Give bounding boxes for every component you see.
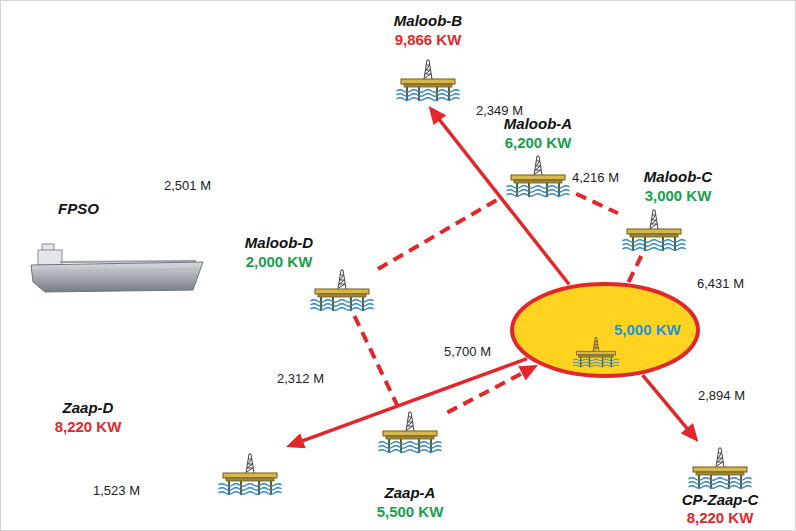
- connector-line: [447, 372, 525, 413]
- fpso-node: FPSO: [28, 198, 206, 296]
- arrow-head: [429, 106, 446, 125]
- platform-icon: [311, 270, 374, 311]
- platform-node: Zaap-D 8,220 KW: [53, 397, 284, 498]
- platform-node: Maloob-D 2,000 KW: [243, 232, 376, 314]
- distance-label: 2,501 M: [164, 178, 211, 193]
- arrow-head: [681, 423, 699, 442]
- connector-line: [576, 194, 618, 213]
- link-line: [378, 198, 500, 269]
- platform-icon: [573, 337, 619, 367]
- flow-arrow: [643, 375, 699, 442]
- arrow-head: [518, 365, 538, 380]
- platform-name: Maloob-B: [394, 12, 462, 29]
- distance-label: 6,431 M: [697, 276, 744, 291]
- distance-label: 2,312 M: [277, 371, 324, 386]
- distance-label: 5,700 M: [444, 344, 491, 359]
- connector-line: [378, 198, 500, 269]
- platform-node: Maloob-B 9,866 KW: [392, 10, 464, 104]
- distance-label: 2,894 M: [698, 388, 745, 403]
- fpso-ship: [31, 244, 203, 292]
- link-line: [447, 365, 538, 412]
- power-rating: 5,500 KW: [377, 503, 444, 520]
- platform-name: Zaap-A: [385, 484, 436, 501]
- power-rating: 6,200 KW: [505, 134, 572, 151]
- platform-name: Maloob-C: [644, 168, 712, 185]
- distance-label: 1,523 M: [93, 483, 140, 498]
- highlight-ellipse: [512, 284, 698, 376]
- power-rating: 5,000 KW: [614, 321, 681, 338]
- distance-label: 4,216 M: [572, 170, 619, 185]
- platform-name: Zaap-D: [63, 399, 114, 416]
- power-rating: 2,000 KW: [246, 253, 313, 270]
- power-rating: 8,220 KW: [55, 418, 122, 435]
- connector-line: [354, 316, 397, 406]
- platform-icon: [623, 210, 686, 251]
- connector-line: [628, 256, 641, 282]
- link-line: [628, 256, 641, 282]
- hub-platform: 5,000 KW: [510, 282, 700, 378]
- connector-line: [299, 359, 527, 443]
- platform-node: CP-Zaap-C8,220 KW: [680, 444, 761, 528]
- platform-icon: [397, 60, 460, 101]
- platform-name: FPSO: [58, 200, 99, 217]
- platform-node: Zaap-A 5,500 KW: [375, 408, 446, 522]
- flow-arrow: [429, 106, 570, 285]
- platform-name: Maloob-D: [245, 234, 313, 251]
- connector-line: [643, 375, 690, 431]
- link-line: [354, 316, 397, 406]
- arrow-head: [286, 433, 306, 448]
- link-line: [576, 194, 618, 213]
- platform-icon: [219, 454, 282, 495]
- power-rating: 9,866 KW: [395, 31, 462, 48]
- platform-icon: [507, 156, 570, 197]
- platform-name: CP-Zaap-C: [682, 491, 759, 508]
- platform-node: Maloob-A6,200 KW: [502, 113, 574, 200]
- platform-icon: [379, 412, 442, 453]
- distance-label: 2,349 M: [476, 103, 523, 118]
- platform-node: Maloob-C 3,000 KW: [620, 166, 714, 254]
- platform-icon: [689, 448, 752, 489]
- power-rating: 3,000 KW: [645, 187, 712, 204]
- power-rating: 8,220 KW: [687, 509, 754, 526]
